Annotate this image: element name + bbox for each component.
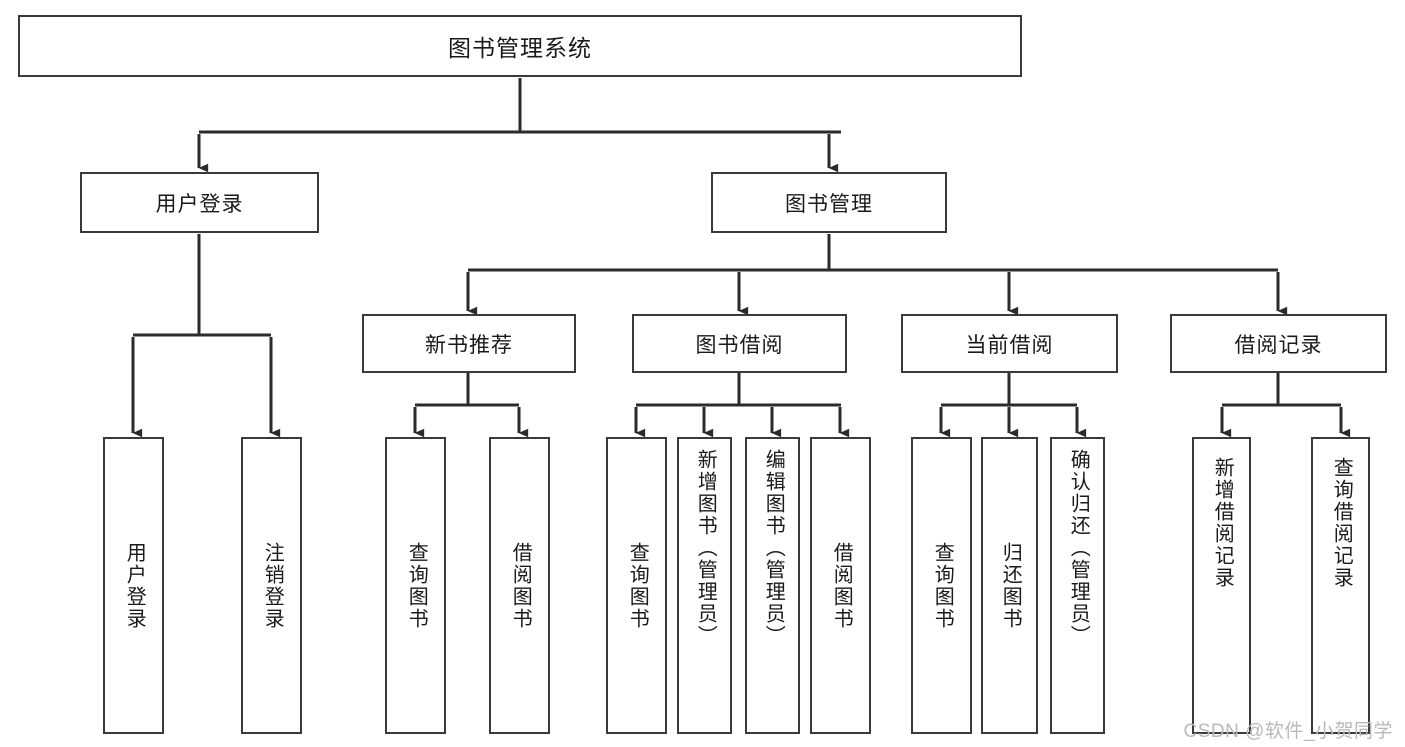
- node-leaf-query-book-3-label: 查询图书: [931, 541, 954, 630]
- node-leaf-query-book-3[interactable]: 查询图书: [911, 437, 972, 734]
- node-leaf-query-book-1-label: 查询图书: [405, 541, 428, 630]
- leaf-content: 查询图书: [913, 439, 970, 732]
- node-leaf-add-book[interactable]: 新增图书（管理员）: [677, 437, 732, 734]
- node-user-login-label: 用户登录: [155, 192, 244, 216]
- node-leaf-query-record[interactable]: 查询借阅记录: [1311, 437, 1370, 734]
- node-user-login[interactable]: 用户登录: [80, 172, 319, 233]
- node-new-book-recommend[interactable]: 新书推荐: [362, 314, 576, 373]
- node-book-borrow-label: 图书借阅: [695, 333, 784, 357]
- node-root-label: 图书管理系统: [448, 35, 592, 61]
- node-leaf-user-logout[interactable]: 注销登录: [241, 437, 302, 734]
- node-leaf-add-book-label: 新增图书（管理员）: [694, 449, 717, 647]
- node-leaf-return-book-label: 归还图书: [999, 541, 1022, 630]
- node-leaf-add-record[interactable]: 新增借阅记录: [1192, 437, 1251, 734]
- node-leaf-confirm-return-label: 确认归还（管理员）: [1067, 449, 1090, 647]
- node-leaf-user-login[interactable]: 用户登录: [103, 437, 164, 734]
- leaf-content: 用户登录: [105, 439, 162, 732]
- node-leaf-borrow-book-2[interactable]: 借阅图书: [810, 437, 871, 734]
- node-leaf-borrow-book-1[interactable]: 借阅图书: [489, 437, 550, 734]
- node-leaf-query-book-1[interactable]: 查询图书: [385, 437, 446, 734]
- leaf-content: 查询图书: [608, 439, 665, 732]
- watermark-text: CSDN @软件_小贺同学: [1183, 721, 1393, 742]
- node-leaf-query-record-label: 查询借阅记录: [1330, 457, 1353, 589]
- node-leaf-query-book-2[interactable]: 查询图书: [606, 437, 667, 734]
- node-borrow-record-label: 借阅记录: [1234, 333, 1323, 357]
- node-leaf-borrow-book-2-label: 借阅图书: [830, 541, 853, 630]
- node-current-borrow[interactable]: 当前借阅: [901, 314, 1118, 373]
- leaf-content: 借阅图书: [812, 439, 869, 732]
- node-new-book-recommend-label: 新书推荐: [425, 333, 513, 357]
- leaf-content: 借阅图书: [491, 439, 548, 732]
- node-current-borrow-label: 当前借阅: [965, 333, 1054, 357]
- node-leaf-user-login-label: 用户登录: [123, 541, 146, 630]
- node-book-management-label: 图书管理: [785, 192, 873, 216]
- node-leaf-edit-book-label: 编辑图书（管理员）: [762, 449, 785, 647]
- leaf-content: 注销登录: [243, 439, 300, 732]
- node-borrow-record[interactable]: 借阅记录: [1170, 314, 1387, 373]
- leaf-content: 归还图书: [983, 439, 1036, 732]
- node-leaf-query-book-2-label: 查询图书: [626, 541, 649, 630]
- node-book-management[interactable]: 图书管理: [711, 172, 947, 233]
- node-leaf-edit-book[interactable]: 编辑图书（管理员）: [745, 437, 800, 734]
- node-leaf-add-record-label: 新增借阅记录: [1211, 457, 1234, 589]
- node-leaf-borrow-book-1-label: 借阅图书: [509, 541, 532, 630]
- node-leaf-return-book[interactable]: 归还图书: [981, 437, 1038, 734]
- node-book-borrow[interactable]: 图书借阅: [632, 314, 847, 373]
- node-leaf-user-logout-label: 注销登录: [261, 541, 284, 630]
- leaf-content: 查询图书: [387, 439, 444, 732]
- node-root[interactable]: 图书管理系统: [18, 15, 1022, 77]
- node-leaf-confirm-return[interactable]: 确认归还（管理员）: [1050, 437, 1105, 734]
